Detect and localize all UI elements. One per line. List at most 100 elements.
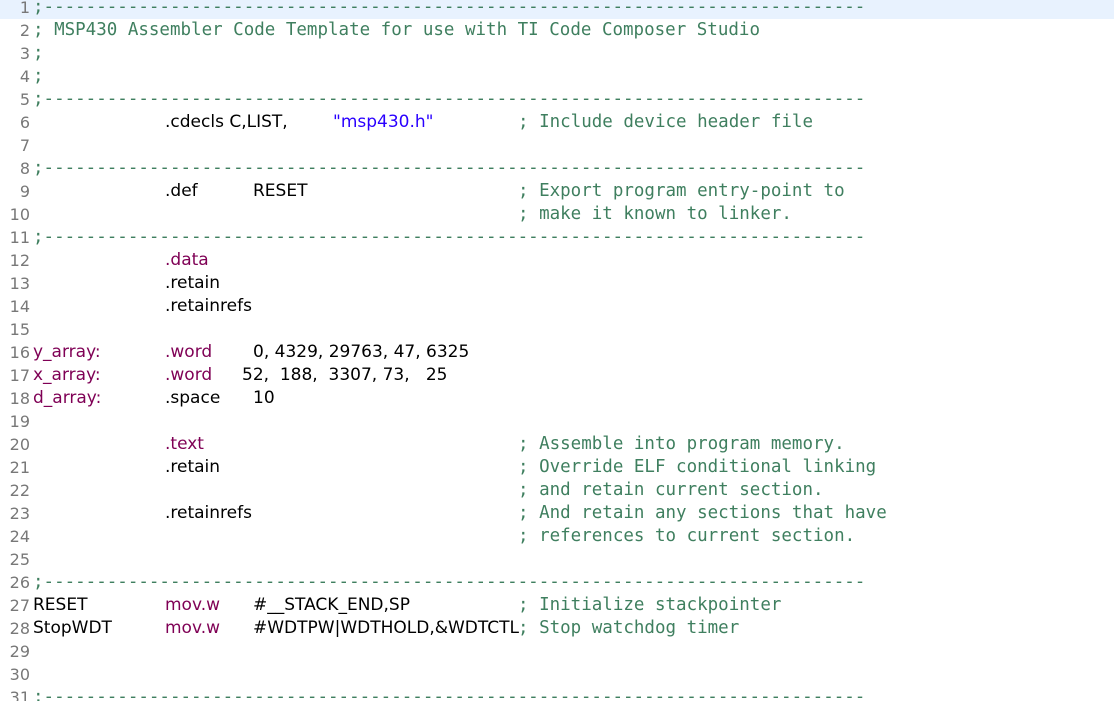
code-line[interactable]: 1;--------------------------------------… xyxy=(0,0,1114,19)
code-token-default: .retainrefs xyxy=(165,503,252,523)
line-number: 7 xyxy=(19,136,30,155)
line-number: 18 xyxy=(9,389,30,408)
code-token-comment: ;---------------------------------------… xyxy=(33,0,866,17)
code-line[interactable]: 24 ; references to current section. xyxy=(0,525,1114,548)
code-token-comment: ;---------------------------------------… xyxy=(33,572,866,592)
code-token-comment: ;---------------------------------------… xyxy=(33,687,866,701)
line-number: 16 xyxy=(9,343,30,362)
code-token-default: .cdecls C,LIST, xyxy=(165,112,288,132)
line-number: 1 xyxy=(19,0,30,17)
code-token-keyword: .word xyxy=(165,365,213,385)
code-line[interactable]: 3; xyxy=(0,42,1114,65)
code-token-default: #WDTPW|WDTHOLD,&WDTCTL xyxy=(253,618,519,638)
code-token-keyword: .data xyxy=(165,250,209,270)
code-line[interactable]: 11;-------------------------------------… xyxy=(0,226,1114,249)
code-line[interactable]: 10; make it known to linker. xyxy=(0,203,1114,226)
line-number: 4 xyxy=(19,67,30,86)
code-token-default: #__STACK_END,SP xyxy=(253,595,410,615)
code-token-comment: ; MSP430 Assembler Code Template for use… xyxy=(33,20,760,40)
code-line[interactable]: 4; xyxy=(0,65,1114,88)
code-line[interactable]: 6 .cdecls C,LIST, "msp430.h" ; Include devi… xyxy=(0,111,1114,134)
code-token-comment: ; Include device header file xyxy=(518,112,814,132)
code-line[interactable]: 23 .retainrefs ; And retain any sections t… xyxy=(0,502,1114,525)
line-number: 2 xyxy=(19,21,30,40)
code-token-comment: ;---------------------------------------… xyxy=(33,227,866,247)
code-token-default: RESET xyxy=(33,595,88,615)
code-line[interactable]: 12 .data xyxy=(0,249,1114,272)
code-token-default: RESET xyxy=(253,181,308,201)
code-line[interactable]: 7 xyxy=(0,134,1114,157)
code-token-comment: ; xyxy=(33,66,44,86)
code-token-keyword: mov.w xyxy=(165,618,221,638)
code-line[interactable]: 31;-------------------------------------… xyxy=(0,686,1114,701)
code-token-keyword: d_array: xyxy=(33,388,102,408)
code-line[interactable]: 29 xyxy=(0,640,1114,663)
code-token-default: 0, 4329, 29763, 47, 6325 xyxy=(253,342,470,362)
line-number: 21 xyxy=(9,458,30,477)
code-line[interactable]: 13 .retain xyxy=(0,272,1114,295)
code-token-comment: ; Assemble into program memory. xyxy=(518,434,845,454)
code-token-comment: ; references to current section. xyxy=(518,526,856,546)
code-line[interactable]: 5;--------------------------------------… xyxy=(0,88,1114,111)
line-number: 26 xyxy=(9,573,30,592)
line-number: 22 xyxy=(9,481,30,500)
line-number: 12 xyxy=(9,251,30,270)
code-line[interactable]: 8;--------------------------------------… xyxy=(0,157,1114,180)
code-token-keyword: x_array: xyxy=(33,365,101,385)
line-number: 17 xyxy=(9,366,30,385)
code-line[interactable]: 9 .def RESET ; Export program entry-point t… xyxy=(0,180,1114,203)
code-token-default: .space xyxy=(165,388,221,408)
code-token-default: .retain xyxy=(165,457,221,477)
code-token-keyword: .word xyxy=(165,342,213,362)
line-number: 14 xyxy=(9,297,30,316)
code-token-default: StopWDT xyxy=(33,618,112,638)
code-token-comment: ; And retain any sections that have xyxy=(518,503,887,523)
line-number: 9 xyxy=(19,182,30,201)
line-number: 24 xyxy=(9,527,30,546)
code-line[interactable]: 26;-------------------------------------… xyxy=(0,571,1114,594)
code-token-comment: ; Export program entry-point to xyxy=(518,181,845,201)
line-number: 25 xyxy=(9,550,30,569)
code-token-comment: ; Stop watchdog timer xyxy=(518,618,740,638)
code-line[interactable]: 25 xyxy=(0,548,1114,571)
code-token-string: "msp430.h" xyxy=(333,112,434,132)
line-number: 20 xyxy=(9,435,30,454)
line-number: 10 xyxy=(9,205,30,224)
code-token-comment: ; xyxy=(33,43,44,63)
line-number: 13 xyxy=(9,274,30,293)
code-token-comment: ; Override ELF conditional linking xyxy=(518,457,877,477)
line-number: 11 xyxy=(9,228,30,247)
line-number: 8 xyxy=(19,159,30,178)
line-number: 5 xyxy=(19,90,30,109)
code-token-default: .retainrefs xyxy=(165,296,252,316)
code-line[interactable]: 21 .retain ; Override ELF conditional link… xyxy=(0,456,1114,479)
line-number: 6 xyxy=(19,113,30,132)
code-line[interactable]: 2; MSP430 Assembler Code Template for us… xyxy=(0,19,1114,42)
code-token-default: 10 xyxy=(253,388,275,408)
code-token-keyword: .text xyxy=(165,434,204,454)
line-number: 23 xyxy=(9,504,30,523)
code-token-default: 52, 188, 3307, 73, 25 xyxy=(242,365,448,385)
line-number: 15 xyxy=(9,320,30,339)
line-number: 30 xyxy=(9,665,30,684)
code-line[interactable]: 19 xyxy=(0,410,1114,433)
code-line[interactable]: 30 xyxy=(0,663,1114,686)
code-line[interactable]: 20 .text ; Assemble into program memory. xyxy=(0,433,1114,456)
code-line[interactable]: 22; and retain current section. xyxy=(0,479,1114,502)
code-token-default: .retain xyxy=(165,273,221,293)
code-token-default: .def xyxy=(165,181,198,201)
code-token-comment: ;---------------------------------------… xyxy=(33,158,866,178)
code-line[interactable]: 15 xyxy=(0,318,1114,341)
line-number: 28 xyxy=(9,619,30,638)
line-number: 29 xyxy=(9,642,30,661)
code-token-keyword: mov.w xyxy=(165,595,221,615)
code-line[interactable]: 14 .retainrefs xyxy=(0,295,1114,318)
line-number: 31 xyxy=(9,688,30,701)
code-token-keyword: y_array: xyxy=(33,342,101,362)
